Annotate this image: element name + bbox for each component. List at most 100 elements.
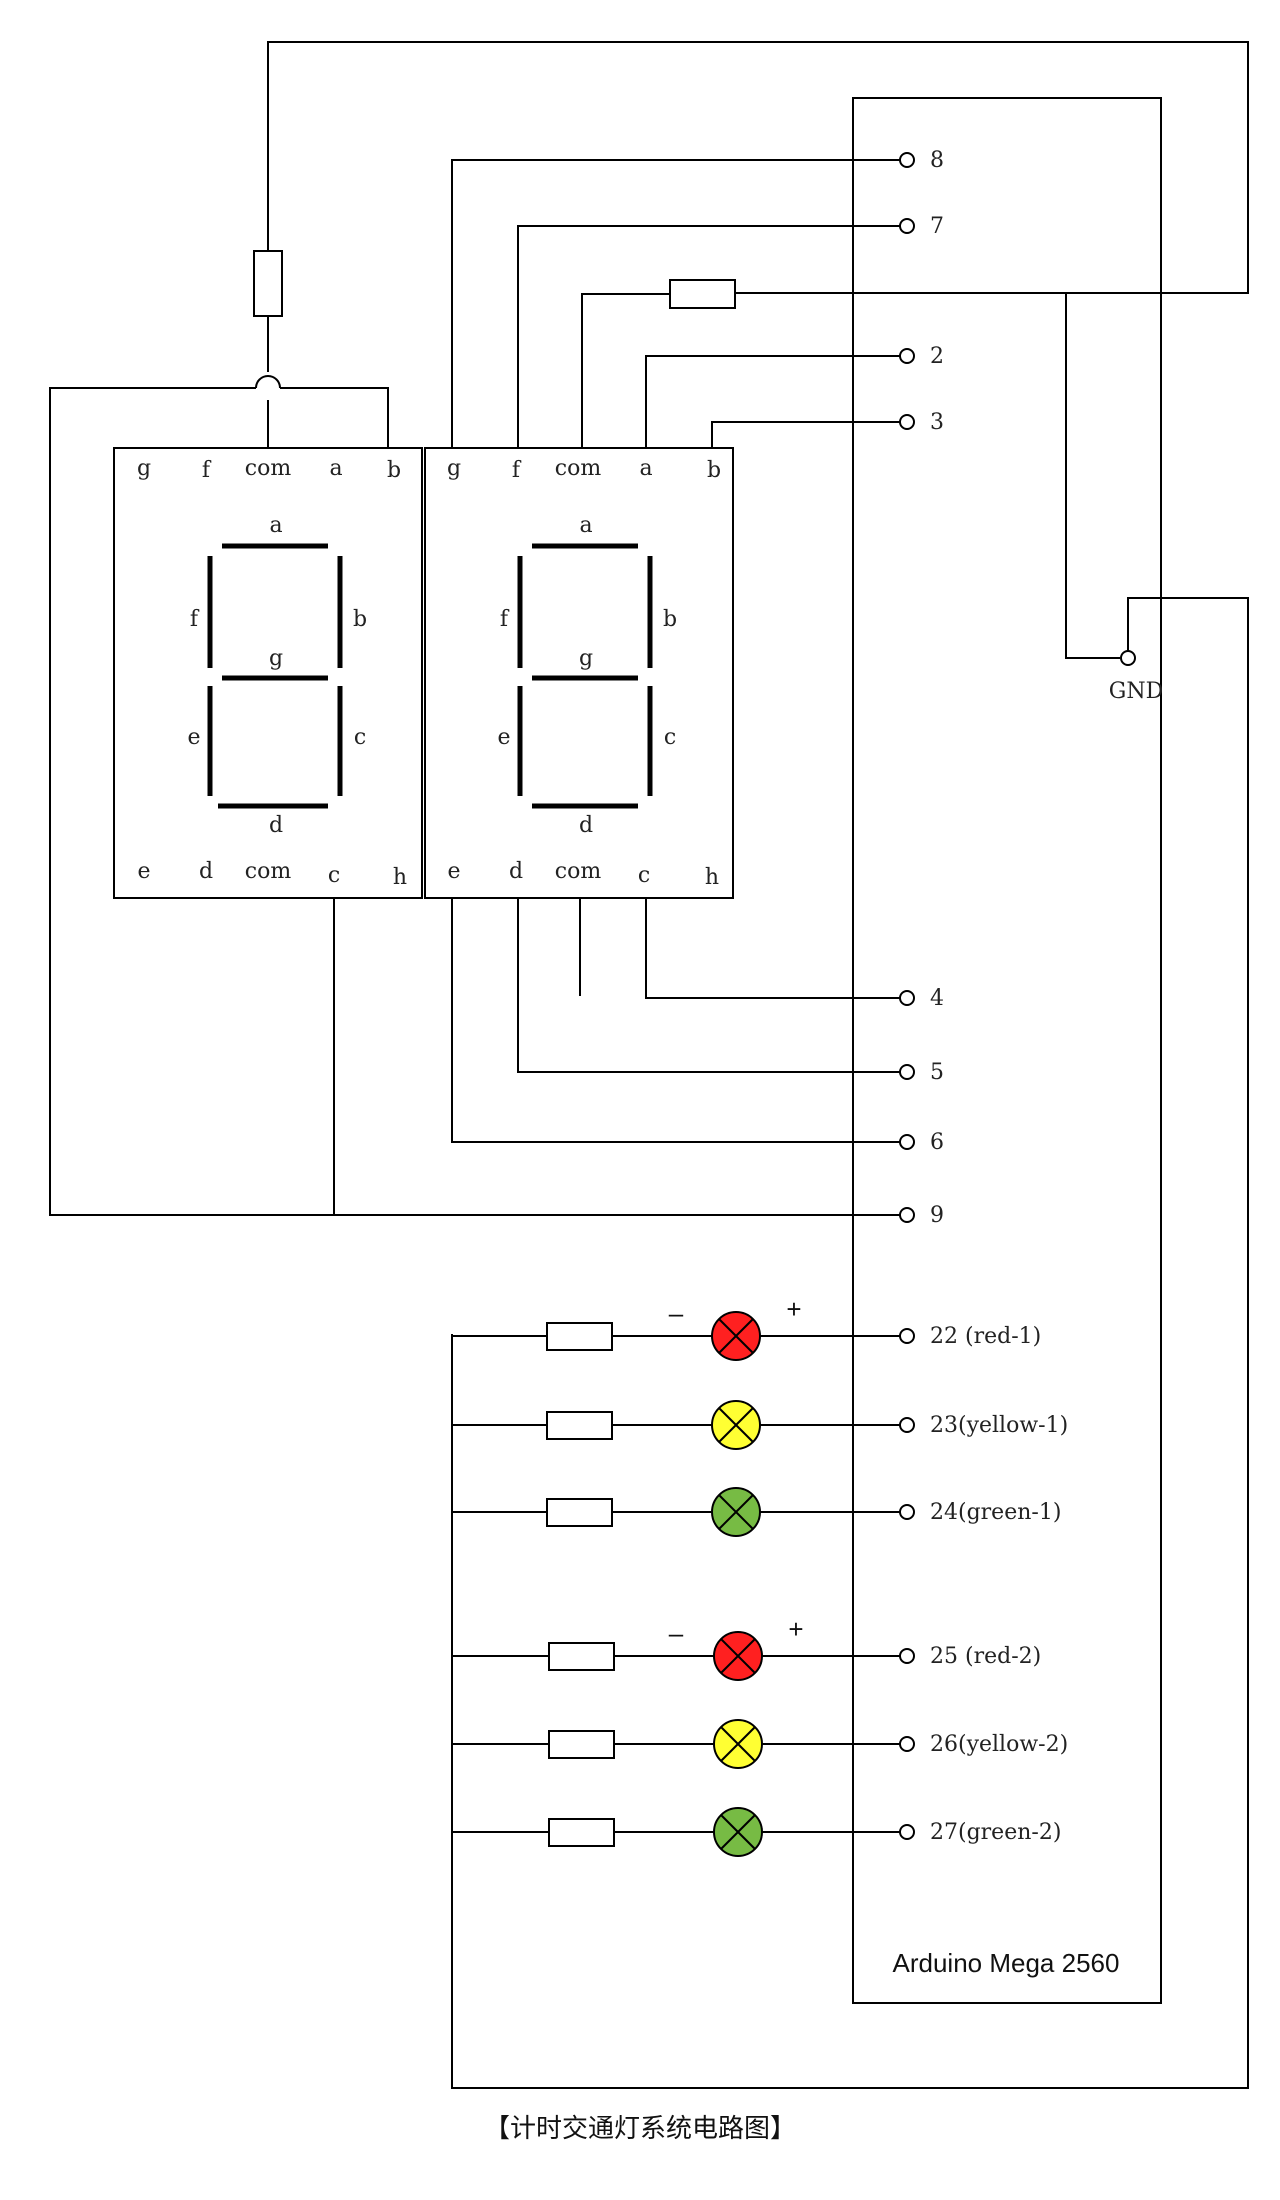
wire-seg-c bbox=[645, 898, 900, 999]
display-2-top-pin-a: a bbox=[639, 456, 652, 481]
led-red-1-cross-b bbox=[718, 1318, 754, 1354]
led-group-2: – + 25 (red-2) 26(yellow-2) bbox=[451, 1512, 1068, 1857]
display-1-bottom-pin-h: h bbox=[393, 865, 407, 890]
led-green-2-cross-b bbox=[720, 1814, 756, 1850]
led-group-2-minus: – bbox=[669, 1618, 684, 1648]
pin-23-terminal bbox=[899, 1417, 915, 1433]
led-green-1: 24(green-1) bbox=[452, 1487, 1061, 1537]
display-1-seg-label-f: f bbox=[190, 607, 200, 632]
led-red-2: 25 (red-2) bbox=[452, 1631, 1041, 1681]
pin-3-label: 3 bbox=[930, 410, 944, 435]
display-2-top-pin-b: b bbox=[707, 458, 721, 483]
display-1-seg-label-e: e bbox=[187, 725, 200, 750]
segment-wiring bbox=[451, 159, 900, 1143]
wire-seg-a bbox=[645, 355, 900, 448]
wire-display-1-b bbox=[280, 387, 389, 448]
pin-24-terminal bbox=[899, 1504, 915, 1520]
display-1-seg-label-g: g bbox=[269, 646, 283, 671]
wire-seg-g bbox=[451, 159, 900, 448]
display-1-bottom-pin-e: e bbox=[137, 859, 150, 884]
display-2-bottom-pin-e: e bbox=[447, 859, 460, 884]
pin-8: 8 bbox=[899, 148, 944, 173]
wire-common-loop bbox=[267, 41, 1249, 294]
diagram-caption: 【计时交通灯系统电路图】 bbox=[483, 2114, 796, 2144]
pin-2-terminal bbox=[899, 348, 915, 364]
display-2-bottom-pin-d: d bbox=[509, 859, 523, 884]
pin-24-label: 24(green-1) bbox=[930, 1500, 1061, 1525]
led-red-1-resistor bbox=[546, 1322, 613, 1351]
pin-7-terminal bbox=[899, 218, 915, 234]
led-yellow-1-cross-b bbox=[718, 1407, 754, 1443]
pin-5-terminal bbox=[899, 1064, 915, 1080]
led-group-1-plus: + bbox=[786, 1294, 801, 1324]
display-1-bottom-pin-c: c bbox=[328, 863, 340, 888]
display-1-bottom-pin-com: com bbox=[245, 859, 292, 884]
led-yellow-2-resistor bbox=[548, 1730, 615, 1759]
pin-25-label: 25 (red-2) bbox=[930, 1644, 1041, 1669]
led-green-2-resistor bbox=[548, 1818, 615, 1847]
pin-4: 4 bbox=[899, 986, 944, 1011]
pin-22-label: 22 (red-1) bbox=[930, 1324, 1041, 1349]
pin-26-label: 26(yellow-2) bbox=[930, 1732, 1068, 1757]
display-1-seg-label-b: b bbox=[353, 607, 367, 632]
led-group-1: – + 22 (red-1) 23(yellow-1) bbox=[451, 1294, 1068, 1537]
pin-2: 2 bbox=[899, 344, 944, 369]
led-red-2-resistor bbox=[548, 1642, 615, 1671]
display-2-seg-label-d: d bbox=[579, 813, 593, 838]
resistor-common-2 bbox=[669, 279, 736, 309]
gnd-label: GND bbox=[1109, 679, 1163, 704]
pin-5-label: 5 bbox=[930, 1060, 944, 1085]
led-green-1-cross-b bbox=[718, 1494, 754, 1530]
display-1-top-pin-com: com bbox=[245, 456, 292, 481]
led-group-1-minus: – bbox=[669, 1298, 684, 1328]
wire-seg-d bbox=[517, 898, 900, 1073]
wire-to-gnd-left bbox=[1065, 294, 1120, 659]
led-yellow-1: 23(yellow-1) bbox=[452, 1400, 1068, 1450]
display-1-top-pin-b: b bbox=[387, 458, 401, 483]
led-red-1: 22 (red-1) bbox=[452, 1311, 1041, 1361]
led-yellow-2: 26(yellow-2) bbox=[452, 1719, 1068, 1769]
wire-seg-f bbox=[517, 225, 900, 448]
pin-3: 3 bbox=[899, 410, 944, 435]
pin-8-terminal bbox=[899, 152, 915, 168]
display-2-bottom-pin-h: h bbox=[705, 865, 719, 890]
pin-6: 6 bbox=[899, 1130, 944, 1155]
pin-23-label: 23(yellow-1) bbox=[930, 1413, 1068, 1438]
display-2-seg-label-a: a bbox=[579, 513, 592, 538]
pin-5: 5 bbox=[899, 1060, 944, 1085]
pin-4-terminal bbox=[899, 990, 915, 1006]
wire-display-2-com bbox=[581, 293, 670, 448]
display-2-seg-label-e: e bbox=[497, 725, 510, 750]
wire-crossover bbox=[255, 375, 281, 389]
led-group-2-plus: + bbox=[788, 1614, 803, 1644]
pin-4-label: 4 bbox=[930, 986, 944, 1011]
display-1-seg-label-c: c bbox=[354, 725, 366, 750]
pin-25-terminal bbox=[899, 1648, 915, 1664]
pin-6-label: 6 bbox=[930, 1130, 944, 1155]
pin-9-terminal bbox=[899, 1207, 915, 1223]
pin-7: 7 bbox=[899, 214, 944, 239]
wire-seg-e bbox=[451, 898, 900, 1143]
display-2-seg-label-f: f bbox=[500, 607, 510, 632]
display-2-bottom-pin-com: com bbox=[555, 859, 602, 884]
wire-seg-b bbox=[711, 421, 900, 448]
led-yellow-1-resistor bbox=[546, 1411, 613, 1440]
display-1-seg-label-a: a bbox=[269, 513, 282, 538]
gnd-terminal bbox=[1120, 650, 1136, 666]
seven-segment-display-1: g f com a b e d com c h a b c d e f g bbox=[113, 447, 423, 899]
display-2-top-pin-com: com bbox=[555, 456, 602, 481]
display-2-seg-label-b: b bbox=[663, 607, 677, 632]
arduino-board bbox=[852, 97, 1162, 2004]
wire-display-1-g-loop bbox=[49, 387, 906, 1216]
display-2-seg-label-c: c bbox=[664, 725, 676, 750]
pin-27-label: 27(green-2) bbox=[930, 1820, 1061, 1845]
display-1-top-pin-g: g bbox=[137, 456, 151, 481]
display-1-top-pin-f: f bbox=[202, 458, 212, 483]
display-1-seg-label-d: d bbox=[269, 813, 283, 838]
pin-3-terminal bbox=[899, 414, 915, 430]
pin-9: 9 bbox=[899, 1203, 944, 1228]
pin-8-label: 8 bbox=[930, 148, 944, 173]
board-name: Arduino Mega 2560 bbox=[893, 1948, 1120, 1978]
pin-27-terminal bbox=[899, 1824, 915, 1840]
pin-26-terminal bbox=[899, 1736, 915, 1752]
